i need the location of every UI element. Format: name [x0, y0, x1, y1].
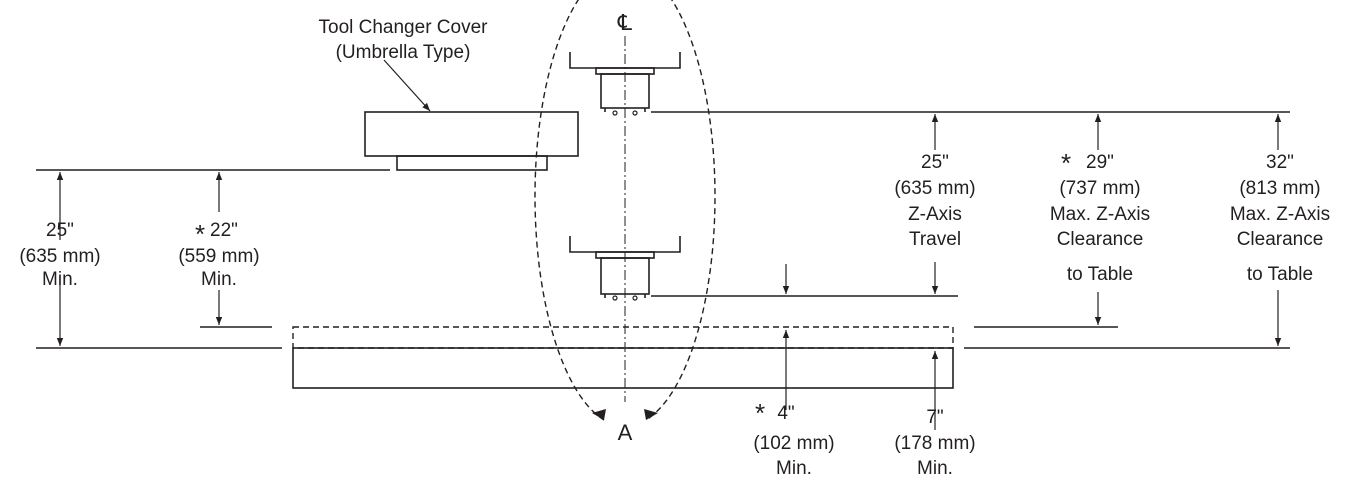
clear-29-clearance: Clearance [1057, 229, 1144, 250]
left-25-inch: 25" [46, 220, 74, 241]
reference-lines [36, 111, 1290, 349]
clear-32-mm: (813 mm) [1239, 178, 1320, 199]
left-22-inch: 22" [210, 220, 238, 241]
z-travel-inch: 25" [921, 152, 949, 173]
left-22-min: Min. [201, 269, 237, 290]
detail-a-arcs [534, 0, 716, 421]
dim-7-min: Min. [917, 458, 953, 479]
detail-marker-a: A [618, 420, 633, 445]
labels: ℄ A Tool Changer Cover (Umbrella Type) 2… [19, 10, 1330, 479]
clear-32-max: Max. Z-Axis [1230, 204, 1330, 225]
clear-29-mm: (737 mm) [1059, 178, 1140, 199]
z-travel-word: Travel [909, 229, 961, 250]
machine-table [292, 326, 954, 389]
clear-32-inch: 32" [1266, 152, 1294, 173]
left-25-mm: (635 mm) [19, 246, 100, 267]
spindle-upper [569, 52, 681, 116]
clear-32-table: to Table [1247, 264, 1313, 285]
clear-32-clearance: Clearance [1237, 229, 1324, 250]
star-4: * [755, 398, 765, 428]
dim-7-inch: 7" [926, 407, 943, 428]
tool-changer-cover [364, 111, 579, 171]
clear-29-inch: 29" [1086, 152, 1114, 173]
left-22-mm: (559 mm) [178, 246, 259, 267]
clear-29-max: Max. Z-Axis [1050, 204, 1150, 225]
star-22: * [195, 219, 205, 249]
tool-changer-label-line2: (Umbrella Type) [336, 42, 471, 63]
spindle-lower [569, 236, 681, 301]
dim-4-mm: (102 mm) [753, 433, 834, 454]
dimension-arrows [56, 59, 1282, 430]
centerline-symbol: ℄ [617, 10, 633, 35]
dim-7-mm: (178 mm) [894, 433, 975, 454]
z-travel-axis: Z-Axis [908, 204, 962, 225]
left-25-min: Min. [42, 269, 78, 290]
clear-29-table: to Table [1067, 264, 1133, 285]
star-29: * [1061, 148, 1071, 178]
dim-4-inch: 4" [777, 403, 794, 424]
tool-changer-label-line1: Tool Changer Cover [319, 17, 489, 38]
z-travel-mm: (635 mm) [894, 178, 975, 199]
dim-4-min: Min. [776, 458, 812, 479]
